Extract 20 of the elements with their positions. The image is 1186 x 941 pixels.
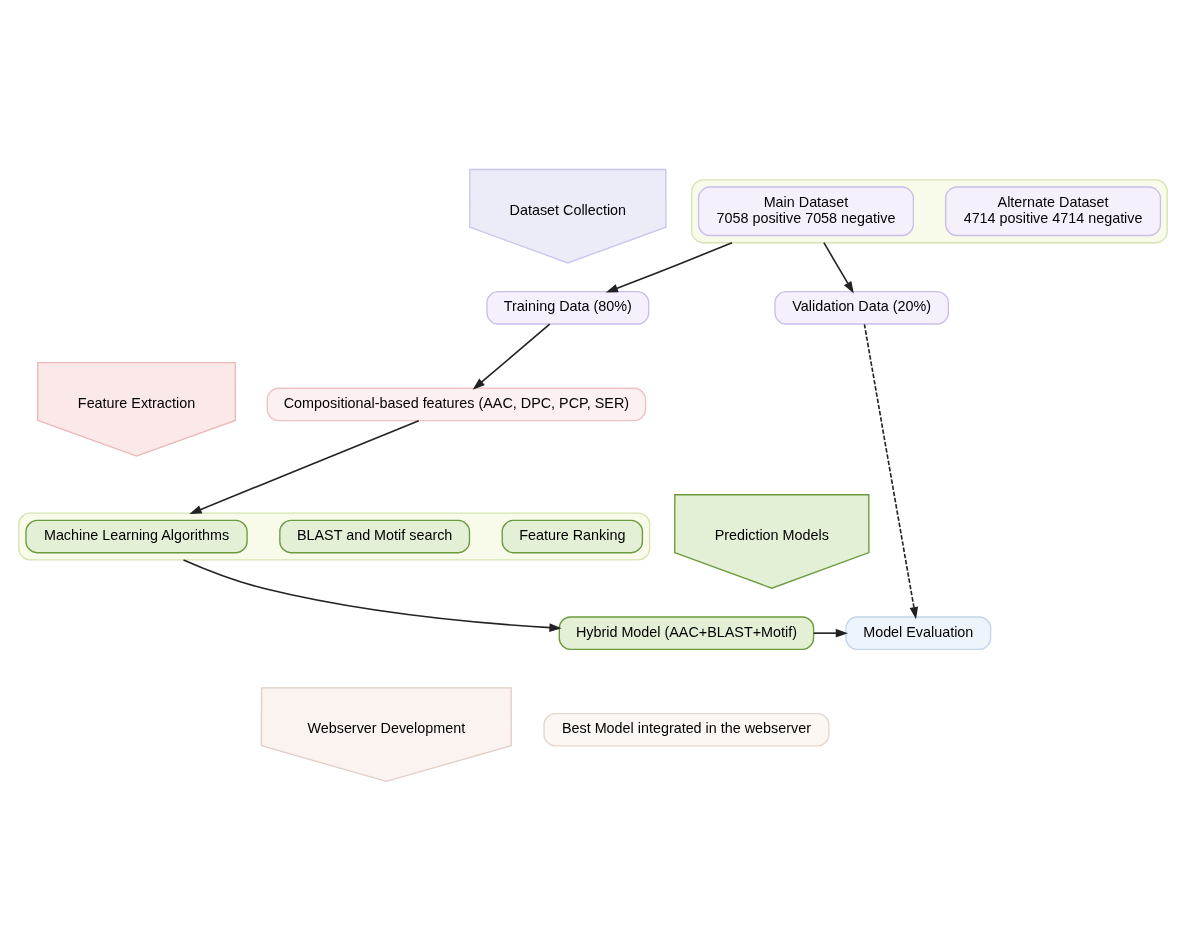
node-box: BLAST and Motif search xyxy=(279,519,471,554)
node-box: Main Dataset 7058 positive 7058 negative xyxy=(697,186,914,237)
node-box: Alternate Dataset 4714 positive 4714 negative xyxy=(945,186,1162,237)
arrow xyxy=(863,323,919,620)
arrow xyxy=(189,419,420,515)
arrow xyxy=(182,559,562,632)
node-box: Model Evaluation xyxy=(845,616,992,650)
arrow xyxy=(472,323,551,390)
arrow xyxy=(812,628,848,638)
node-box: Best Model integrated in the webserver xyxy=(543,712,830,747)
node-box: Compositional-based features (AAC, DPC, PCP, SER) xyxy=(266,387,647,422)
arrow xyxy=(605,241,733,293)
node-box: Hybrid Model (AAC+BLAST+Motif) xyxy=(558,616,815,650)
node-box: Machine Learning Algorithms xyxy=(25,519,248,554)
node-box: Feature Ranking xyxy=(501,519,644,554)
node-box: Validation Data (20%) xyxy=(774,291,950,325)
node-box: Training Data (80%) xyxy=(486,291,650,325)
cluster xyxy=(18,512,651,561)
arrow xyxy=(823,241,854,294)
cluster xyxy=(691,179,1168,244)
